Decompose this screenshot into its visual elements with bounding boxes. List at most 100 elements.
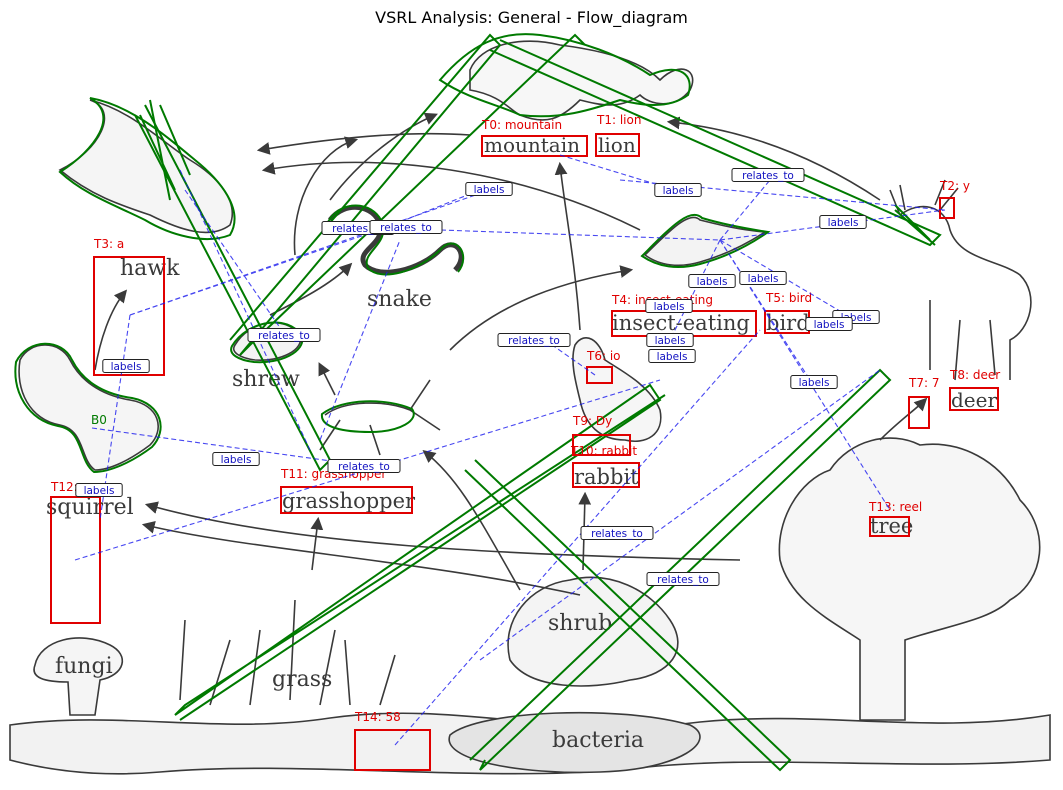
outline-squirrel: [14, 342, 162, 474]
grass-drawing: [179, 599, 396, 706]
relation-label-box: [327, 459, 401, 473]
relation-label-5: relates_to: [369, 220, 443, 234]
label-t10: T10: rabbit: [570, 444, 637, 458]
relation-label-box: [688, 274, 736, 288]
rel-line-15: [669, 239, 721, 341]
relation-label-text: labels: [221, 454, 252, 466]
relation-label-box: [819, 215, 867, 229]
arrow-rabbit-lion: [554, 161, 581, 331]
shrub-drawing: [507, 576, 679, 687]
relation-label-12: relates_to: [247, 328, 321, 342]
relation-label-text: labels: [657, 351, 688, 363]
relation-label-text: labels: [84, 485, 115, 497]
relation-label-box: [646, 333, 694, 347]
box-t3: [93, 256, 165, 376]
relation-label-box: [247, 328, 321, 342]
relation-label-text: labels: [111, 361, 142, 373]
relation-label-17: labels: [790, 375, 838, 389]
rel-line-21: [319, 239, 401, 441]
box-t14: [354, 729, 431, 771]
relation-label-text: labels: [663, 185, 694, 197]
relation-label-3: labels: [654, 183, 702, 197]
outline-bird: [640, 213, 771, 269]
box-t7: [908, 396, 930, 429]
relation-label-18: labels: [212, 452, 260, 466]
relation-label-text: labels: [654, 301, 685, 313]
deer-drawing: [899, 205, 1032, 381]
box-t11: [280, 486, 413, 514]
label-b0: B0: [91, 413, 107, 427]
relation-label-box: [465, 182, 513, 196]
relation-label-text: relates_to: [508, 335, 560, 347]
arrow-shrew-snake: [269, 262, 353, 316]
arrow-squirrel-hawk: [94, 289, 128, 371]
word-bacteria: bacteria: [552, 728, 644, 753]
tree-drawing: [778, 437, 1041, 721]
relation-label-2: relates_to: [731, 168, 805, 182]
box-t10: [572, 462, 640, 488]
arrow-snake-hawk: [293, 136, 359, 256]
relation-label-text: relates_to: [657, 574, 709, 586]
relation-label-box: [739, 271, 787, 285]
word-snake: snake: [367, 287, 432, 312]
object-outlines: [14, 33, 942, 772]
outline-zigzag-c: [469, 368, 892, 771]
label-t12: T12:: [50, 480, 78, 494]
relation-label-1: labels: [465, 182, 513, 196]
word-shrub: shrub: [548, 611, 612, 636]
arrow-shrub-grasshopper: [422, 449, 521, 591]
relation-label-box: [654, 183, 702, 197]
word-grasshopper: grasshopper: [282, 489, 416, 513]
relation-label-box: [497, 333, 571, 347]
relation-label-box: [790, 375, 838, 389]
bird-drawing: [643, 216, 768, 267]
relation-label-text: relates_to: [338, 461, 390, 473]
word-hawk: hawk: [120, 256, 180, 281]
label-t9: T9: Dy: [572, 414, 612, 428]
box-t1: [595, 133, 640, 157]
arrow-lion-hawk: [256, 132, 471, 155]
relation-label-text: relates_to: [742, 170, 794, 182]
arrow-grass-grasshopper: [310, 516, 324, 571]
outline-zigzag-f: [134, 104, 332, 472]
relation-label-box: [731, 168, 805, 182]
outline-zigzag-b: [229, 33, 586, 356]
word-rabbit: rabbit: [574, 465, 639, 489]
arrow-tree-deer: [879, 397, 928, 441]
rel-line-19: [394, 329, 761, 746]
word-insect-eating: insect-eating: [612, 311, 750, 335]
deer-antlers: [889, 179, 959, 216]
box-t0: [481, 135, 588, 157]
relation-label-9: labels: [645, 299, 693, 313]
arrow-grasshopper-shrew: [318, 362, 336, 396]
text-boxes: [50, 133, 999, 771]
box-t2: [939, 197, 955, 219]
outline-shrew: [230, 321, 304, 364]
relation-label-15: labels: [648, 349, 696, 363]
relation-label-box: [369, 220, 443, 234]
relation-label-box: [580, 526, 654, 540]
relation-label-text: labels: [748, 273, 779, 285]
rel-line-6: [179, 169, 311, 451]
relation-label-box: [648, 349, 696, 363]
label-t2: T2: y: [939, 179, 970, 193]
relation-label-box: [102, 359, 150, 373]
relation-label-box: [805, 317, 853, 331]
relation-label-box: [75, 483, 123, 497]
label-t13: T13: reel: [868, 500, 922, 514]
box-t6: [586, 366, 613, 384]
rel-line-17: [619, 179, 946, 211]
relation-label-6: labels: [819, 215, 867, 229]
relation-label-text: labels: [814, 319, 845, 331]
arrow-shrub-squirrel: [144, 501, 741, 561]
box-t12: [50, 496, 101, 624]
relation-label-14: labels: [646, 333, 694, 347]
arrow-bird-hawk: [261, 161, 641, 231]
box-t8: [949, 387, 999, 411]
outline-zigzag-d: [464, 459, 792, 772]
rel-line-14: [719, 239, 891, 511]
fungi-drawing: [33, 637, 124, 716]
label-t7: T7: 7: [908, 376, 939, 390]
relation-label-text: relates_to: [258, 330, 310, 342]
relation-label-boxes: labelsrelates_tolabelsrelates_torelates_…: [75, 168, 880, 586]
